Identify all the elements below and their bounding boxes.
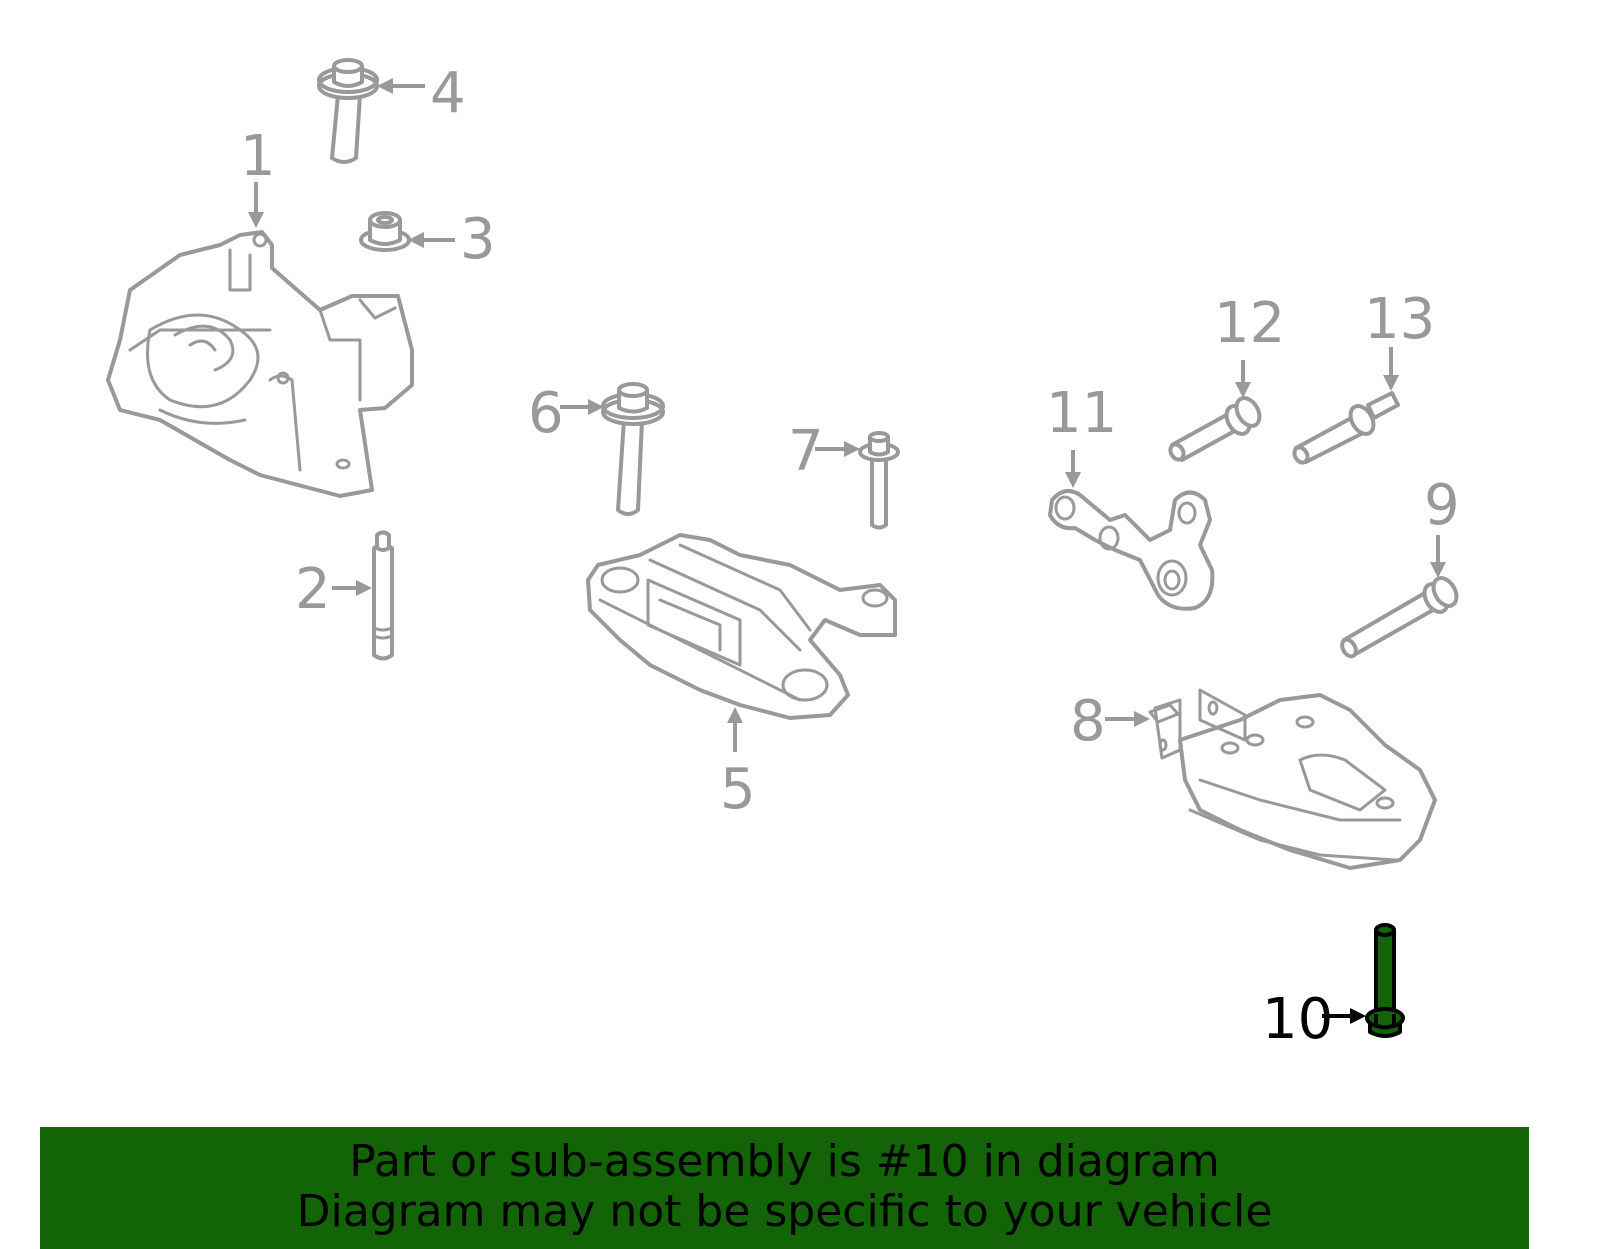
callout-13: 13	[1364, 287, 1435, 391]
callout-13-label: 13	[1364, 287, 1435, 352]
part-5-transmission-mount[interactable]	[586, 533, 897, 720]
callout-5-label: 5	[720, 757, 756, 822]
callout-1: 1	[240, 124, 276, 228]
callout-2: 2	[295, 557, 372, 622]
banner-line-part-number: Part or sub-assembly is #10 in diagram	[349, 1136, 1220, 1187]
callout-12-label: 12	[1214, 291, 1285, 356]
callout-9: 9	[1424, 473, 1460, 578]
banner-line-disclaimer: Diagram may not be specific to your vehi…	[296, 1186, 1273, 1237]
callout-6: 6	[528, 381, 604, 446]
callout-7-label: 7	[788, 419, 824, 484]
part-10-bolt-highlighted[interactable]	[1365, 923, 1405, 1038]
callout-3: 3	[408, 207, 496, 272]
part-3-nut[interactable]	[359, 211, 411, 252]
part-12-bolt[interactable]	[1168, 394, 1264, 462]
callout-4-label: 4	[430, 61, 466, 126]
callout-10-label: 10	[1262, 987, 1333, 1052]
callout-11: 11	[1046, 381, 1117, 488]
part-9-bolt[interactable]	[1339, 574, 1461, 659]
callout-1-label: 1	[240, 124, 276, 189]
callout-8-label: 8	[1070, 689, 1106, 754]
part-1-engine-mount[interactable]	[106, 230, 414, 498]
callout-6-label: 6	[528, 381, 564, 446]
part-6-bolt[interactable]	[601, 382, 665, 516]
callout-4: 4	[377, 61, 466, 126]
part-info-banner: Part or sub-assembly is #10 in diagram D…	[40, 1127, 1529, 1249]
callout-11-label: 11	[1046, 381, 1117, 446]
callout-3-label: 3	[460, 207, 496, 272]
part-8-mount-bracket[interactable]	[1148, 688, 1437, 870]
callout-5: 5	[720, 707, 756, 822]
part-7-bolt[interactable]	[858, 431, 900, 530]
callout-10: 10	[1262, 987, 1366, 1052]
callout-7: 7	[788, 419, 860, 484]
part-2-stud[interactable]	[372, 530, 394, 661]
callout-2-label: 2	[295, 557, 331, 622]
callout-9-label: 9	[1424, 473, 1460, 538]
part-13-stud-bolt[interactable]	[1292, 391, 1400, 465]
part-11-torque-strut[interactable]	[1048, 489, 1215, 611]
callout-12: 12	[1214, 291, 1285, 398]
callout-8: 8	[1070, 689, 1150, 754]
part-4-bolt[interactable]	[317, 58, 379, 164]
